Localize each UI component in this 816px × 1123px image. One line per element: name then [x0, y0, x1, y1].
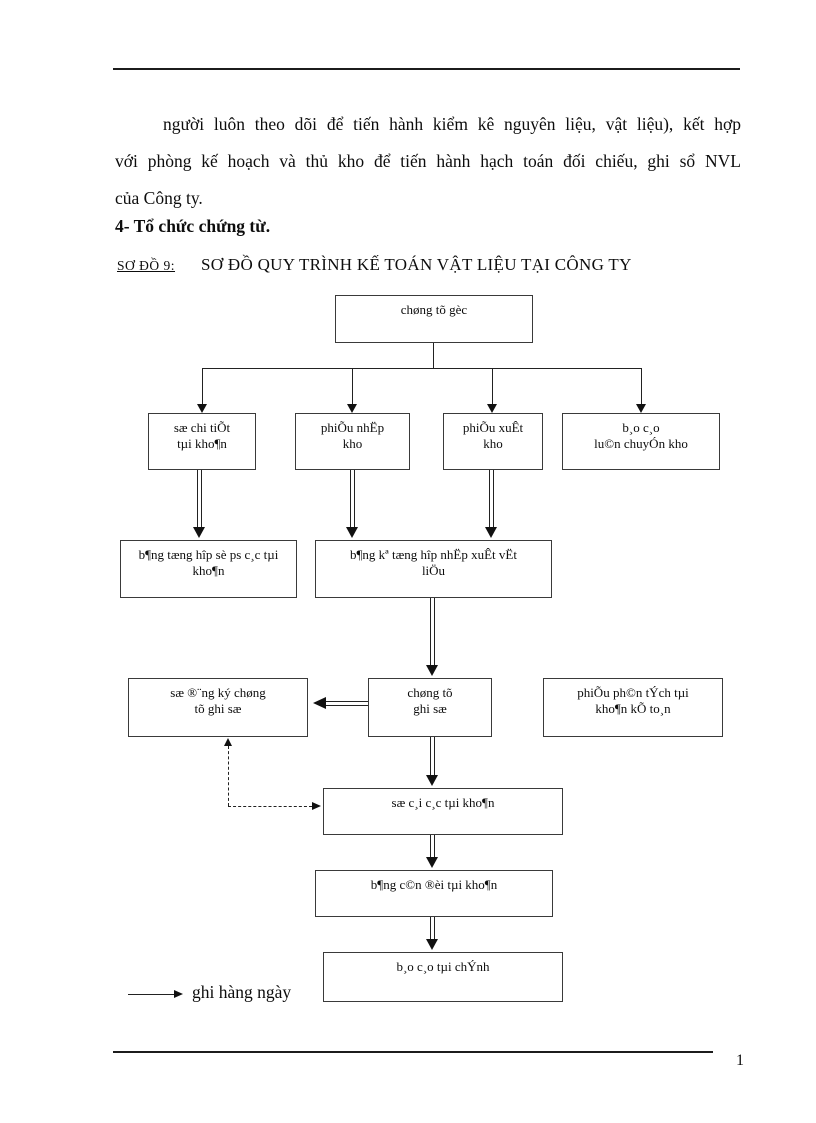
flow-box-phieu-phan-tich: phiÕu ph©n tÝch tµi kho¶n kÕ to¸n — [543, 678, 723, 737]
connector-drop — [492, 368, 494, 404]
arrowhead-down — [193, 527, 205, 538]
flow-box-bang-tong-hop: b¶ng tæng hîp sè ps c¸c tµi kho¶n — [120, 540, 297, 598]
arrowhead-down — [426, 939, 438, 950]
double-connector — [326, 701, 368, 706]
double-connector — [430, 737, 435, 775]
arrowhead-down — [346, 527, 358, 538]
flow-box-label: chøng tõ gèc — [400, 302, 468, 317]
flow-box-bang-ke: b¶ng kª tæng hîp nhËp xuÊt vËt liÖu — [315, 540, 552, 598]
dashed-connector — [228, 806, 312, 807]
diagram-caption: SƠ ĐỒ 9: SƠ ĐỒ QUY TRÌNH KẾ TOÁN VẬT LIỆU… — [117, 255, 632, 275]
flow-box-so-cai: sæ c¸i c¸c tµi kho¶n — [323, 788, 563, 835]
diagram-caption-title: SƠ ĐỒ QUY TRÌNH KẾ TOÁN VẬT LIỆU TẠI CÔN… — [201, 255, 632, 274]
flow-box-phieu-nhap-kho: phiÕu nhËp kho — [295, 413, 410, 470]
connector-distribution-bar — [202, 368, 642, 370]
arrowhead-right — [174, 990, 183, 998]
paragraph-line: của Công ty. — [115, 188, 203, 208]
flow-box-label: b¶ng tæng hîp sè ps c¸c tµi kho¶n — [138, 547, 279, 578]
double-connector — [350, 470, 355, 527]
flow-box-bang-can-doi: b¶ng c©n ®èi tµi kho¶n — [315, 870, 553, 917]
flow-box-bao-cao-luan-chuyen: b¸o c¸o lu©n chuyÓn kho — [562, 413, 720, 470]
arrowhead-left — [313, 697, 326, 709]
legend-daily-label: ghi hàng ngày — [192, 982, 292, 1002]
connector-drop — [202, 368, 204, 404]
dashed-connector — [228, 746, 229, 806]
double-connector — [197, 470, 202, 527]
flow-box-label: b¶ng c©n ®èi tµi kho¶n — [370, 877, 498, 892]
page-number: 1 — [736, 1052, 744, 1069]
flow-box-so-chi-tiet: sæ chi tiÕt tµi kho¶n — [148, 413, 256, 470]
arrowhead-down — [487, 404, 497, 413]
connector-stem — [433, 343, 435, 369]
paragraph-line: người luôn theo dõi để tiến hành kiểm kê… — [163, 114, 741, 134]
connector-drop — [641, 368, 643, 404]
paragraph-line: với phòng kế hoạch và thủ kho để tiến hà… — [115, 151, 741, 171]
flow-box-label: phiÕu xuÊt kho — [462, 420, 524, 451]
arrowhead-down — [197, 404, 207, 413]
diagram-caption-label: SƠ ĐỒ 9: — [117, 258, 176, 273]
flow-box-label: phiÕu nhËp kho — [320, 420, 385, 451]
flow-box-label: sæ c¸i c¸c tµi kho¶n — [391, 795, 495, 810]
legend-arrow-line — [128, 994, 174, 996]
flow-box-label: b¸o c¸o lu©n chuyÓn kho — [594, 420, 688, 451]
arrowhead-right — [312, 802, 321, 810]
header-rule — [113, 68, 740, 70]
flow-box-label: chøng tõ ghi sæ — [407, 685, 453, 716]
arrowhead-down — [636, 404, 646, 413]
arrowhead-up — [224, 738, 232, 746]
flow-box-label: sæ chi tiÕt tµi kho¶n — [173, 420, 231, 451]
flow-box-label: sæ ®¨ng ký chøng tõ ghi sæ — [170, 685, 266, 716]
flow-box-label: b¸o c¸o tµi chÝnh — [396, 959, 490, 974]
flow-box-phieu-xuat-kho: phiÕu xuÊt kho — [443, 413, 543, 470]
flow-box-bao-cao-tai-chinh: b¸o c¸o tµi chÝnh — [323, 952, 563, 1002]
double-connector — [430, 598, 435, 665]
arrowhead-down — [426, 775, 438, 786]
double-connector — [430, 917, 435, 939]
flow-box-so-dang-ky: sæ ®¨ng ký chøng tõ ghi sæ — [128, 678, 308, 737]
section-heading: 4- Tổ chức chứng từ. — [115, 216, 271, 236]
flow-box-chung-tu-goc: chøng tõ gèc — [335, 295, 533, 343]
flow-box-label: phiÕu ph©n tÝch tµi kho¶n kÕ to¸n — [577, 685, 689, 716]
arrowhead-down — [347, 404, 357, 413]
flow-box-label: b¶ng kª tæng hîp nhËp xuÊt vËt liÖu — [350, 547, 517, 578]
arrowhead-down — [426, 665, 438, 676]
double-connector — [489, 470, 494, 527]
arrowhead-down — [485, 527, 497, 538]
double-connector — [430, 835, 435, 857]
flow-box-chung-tu-ghi-so: chøng tõ ghi sæ — [368, 678, 492, 737]
arrowhead-down — [426, 857, 438, 868]
connector-drop — [352, 368, 354, 404]
footer-rule — [113, 1051, 713, 1053]
